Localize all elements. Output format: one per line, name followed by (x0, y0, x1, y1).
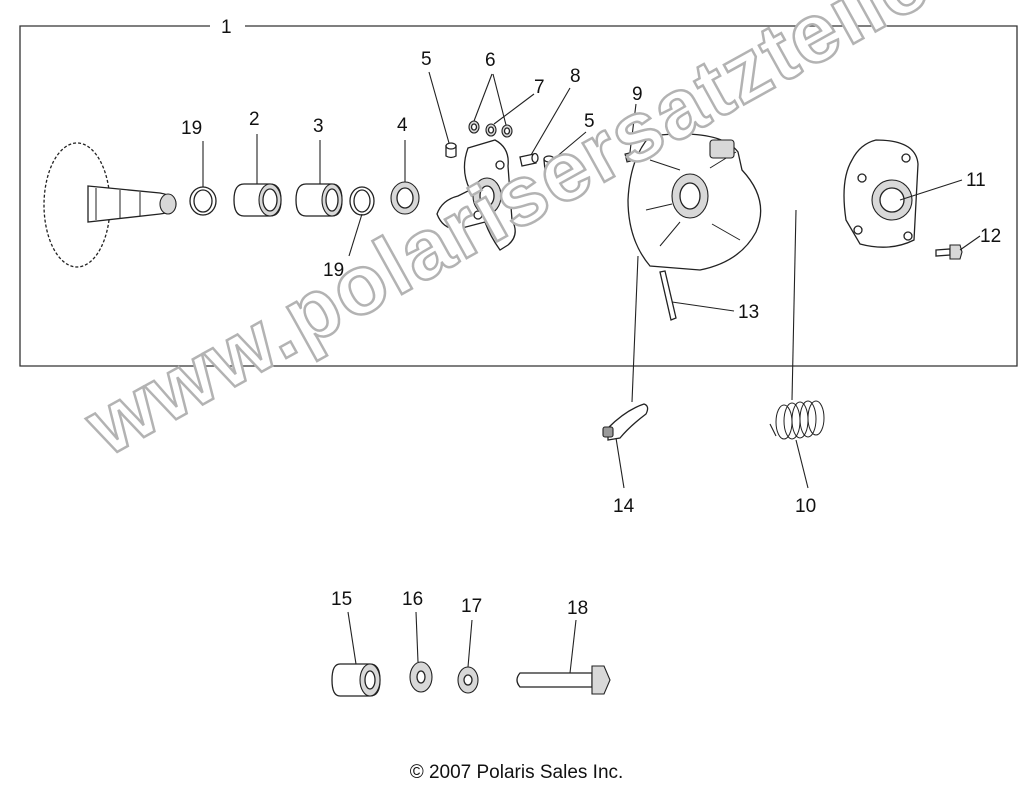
part-13-pin (659, 270, 677, 321)
callout-3: 3 (313, 116, 324, 137)
part-11-cover (843, 139, 919, 248)
part-18-bolt (516, 665, 611, 695)
callout-12: 12 (980, 226, 1001, 247)
callout-7: 7 (534, 77, 545, 98)
part-5-button-right (543, 155, 557, 172)
assembly-frame (19, 25, 1018, 367)
part-2-bushing (233, 183, 282, 217)
part-16-washer (409, 661, 433, 693)
part-19-ring-right (349, 186, 375, 216)
callout-19-top: 19 (181, 118, 202, 139)
leader-lines (202, 71, 981, 674)
part-moveable-sheave (627, 133, 762, 271)
callout-17: 17 (461, 596, 482, 617)
callout-18: 18 (567, 598, 588, 619)
callout-1: 1 (221, 17, 232, 38)
callout-10: 10 (795, 496, 816, 517)
part-9-set-screw (624, 151, 636, 163)
callout-5-right: 5 (584, 111, 595, 132)
callout-11: 11 (966, 170, 986, 191)
part-spider (436, 139, 516, 251)
callout-16: 16 (402, 589, 423, 610)
callout-8: 8 (570, 66, 581, 87)
part-sheave (43, 142, 177, 268)
part-4-seal (390, 181, 420, 215)
callout-19-bottom: 19 (323, 260, 344, 281)
part-12-bolt (935, 244, 963, 260)
part-15-spacer (331, 663, 381, 697)
copyright-notice: © 2007 Polaris Sales Inc. (409, 762, 624, 783)
callout-15: 15 (331, 589, 352, 610)
part-14-weight (602, 403, 649, 441)
part-17-washer (457, 666, 479, 694)
part-8-pin (519, 152, 539, 167)
callout-9: 9 (632, 84, 643, 105)
part-10-spring (769, 400, 825, 440)
part-5-button-left (445, 142, 457, 159)
callout-14: 14 (613, 496, 635, 517)
part-3-bushing (295, 183, 343, 217)
callout-4: 4 (397, 115, 408, 136)
callout-13: 13 (738, 302, 759, 323)
callout-2: 2 (249, 109, 260, 130)
part-7-rollers (468, 120, 513, 138)
callout-6: 6 (485, 50, 496, 71)
callout-5-left: 5 (421, 49, 432, 70)
part-19-ring-left (189, 186, 217, 216)
